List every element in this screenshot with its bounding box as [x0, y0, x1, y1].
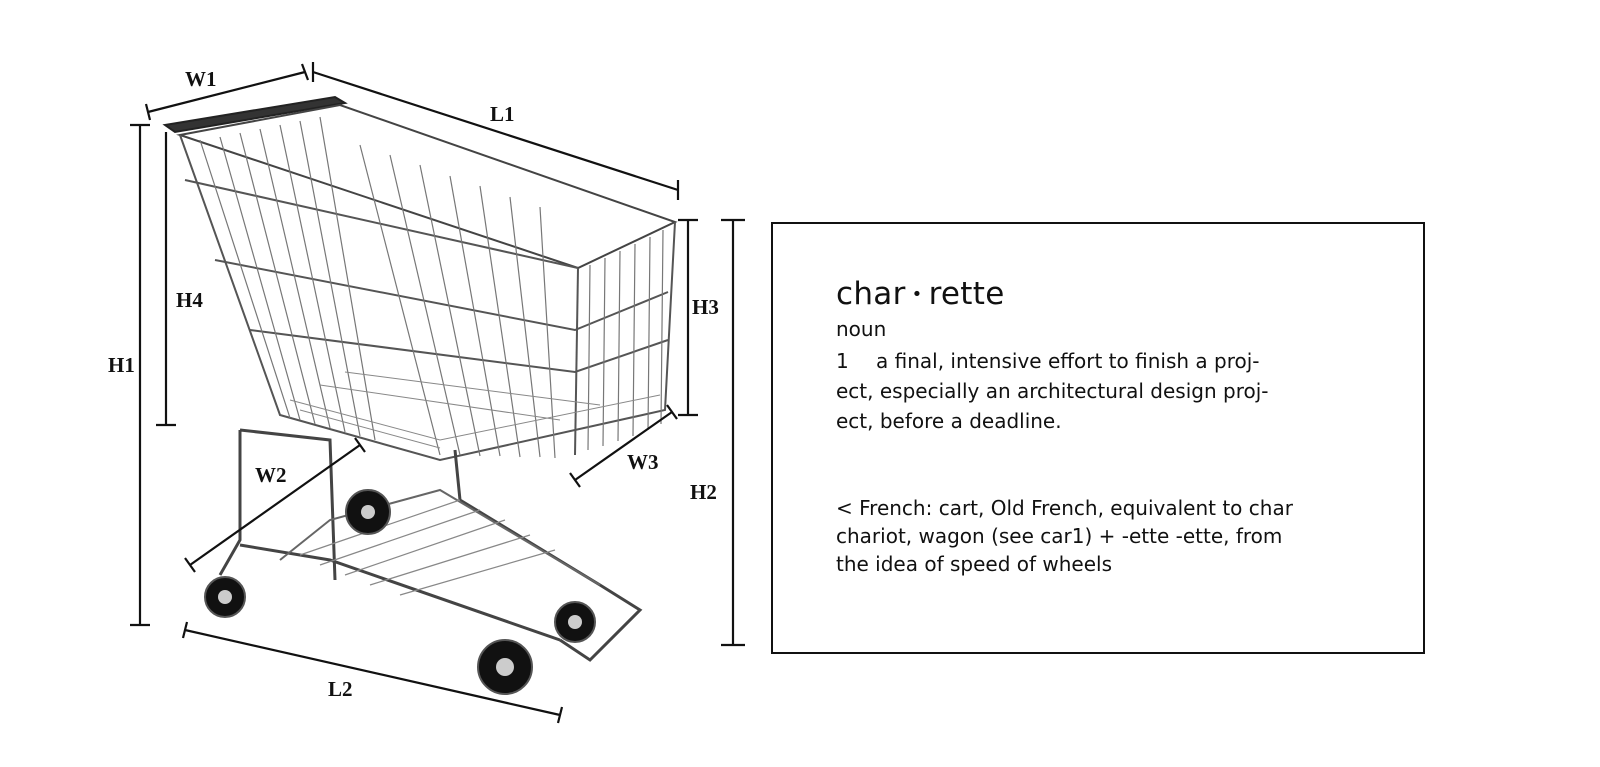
dimension-labels: W1 L1 H1 H4 H3 H2 W2 W3 L2 [108, 67, 719, 701]
label-w2: W2 [255, 463, 287, 487]
shopping-cart-diagram: W1 L1 H1 H4 H3 H2 W2 W3 L2 [108, 62, 745, 724]
dim-w1 [144, 63, 310, 121]
dim-h3 [678, 218, 698, 417]
cart-wheels [204, 489, 596, 695]
etymology-text: chariot, wagon (see car1) + -ette -ette,… [836, 524, 1283, 548]
syllable-separator: • [911, 284, 923, 305]
dim-h4 [156, 132, 176, 427]
dimension-lines [130, 62, 745, 724]
dim-l1 [311, 62, 680, 200]
label-l1: L1 [490, 102, 515, 126]
label-h2: H2 [690, 480, 717, 504]
dim-h2 [721, 218, 745, 647]
headword-part-1: char [836, 276, 906, 312]
etymology-text: < French: cart, Old French, equivalent t… [836, 496, 1293, 520]
label-h1: H1 [108, 353, 135, 377]
dim-w2 [184, 437, 366, 573]
sense-number: 1 [836, 349, 849, 373]
label-l2: L2 [328, 677, 353, 701]
label-w3: W3 [627, 450, 659, 474]
etymology-text: the idea of speed of wheels [836, 552, 1113, 576]
label-h4: H4 [176, 288, 203, 312]
dim-w3 [569, 404, 678, 488]
definition-box: char•rette noun 1 a final, intensive effo… [771, 222, 1425, 654]
sense-text: ect, especially an architectural design … [836, 379, 1269, 403]
label-w1: W1 [185, 67, 217, 91]
label-h3: H3 [692, 295, 719, 319]
sense-1: 1 a final, intensive effort to finish a p… [836, 346, 1396, 436]
dim-h1 [130, 123, 150, 627]
dim-l2 [181, 621, 564, 724]
headword-part-2: rette [928, 276, 1005, 312]
sense-text: a final, intensive effort to finish a pr… [876, 349, 1260, 373]
sense-text: ect, before a deadline. [836, 409, 1062, 433]
part-of-speech: noun [836, 317, 887, 341]
headword: char•rette [836, 276, 1005, 312]
shopping-cart-illustration [162, 95, 678, 662]
etymology: < French: cart, Old French, equivalent t… [836, 494, 1396, 578]
